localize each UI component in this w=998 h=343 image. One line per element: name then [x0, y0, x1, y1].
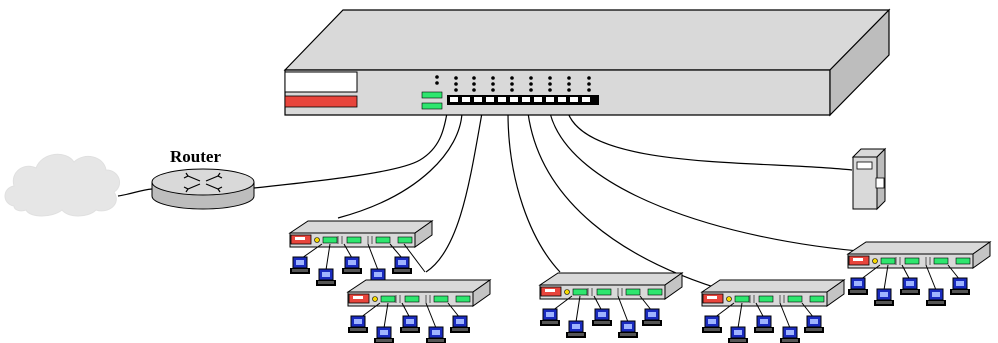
access-switch-2 — [347, 279, 491, 307]
access-switch-3 — [539, 272, 683, 300]
access-switch-3-computers — [539, 308, 663, 339]
access-switch-5 — [847, 241, 991, 269]
router-label: Router — [170, 147, 221, 166]
network-cables — [117, 112, 871, 293]
access-switch-4-computers — [701, 315, 825, 343]
router-icon — [151, 168, 255, 210]
access-switch-2-computers — [347, 315, 471, 343]
core-switch — [283, 8, 891, 117]
tower-server-icon — [851, 147, 887, 211]
access-switch-4 — [701, 279, 845, 307]
access-switch-1-cables — [301, 243, 426, 273]
access-switch-5-computers — [847, 277, 971, 307]
cloud-icon — [4, 153, 121, 217]
access-switch-1 — [289, 220, 433, 248]
core-switch-leds — [435, 75, 591, 92]
